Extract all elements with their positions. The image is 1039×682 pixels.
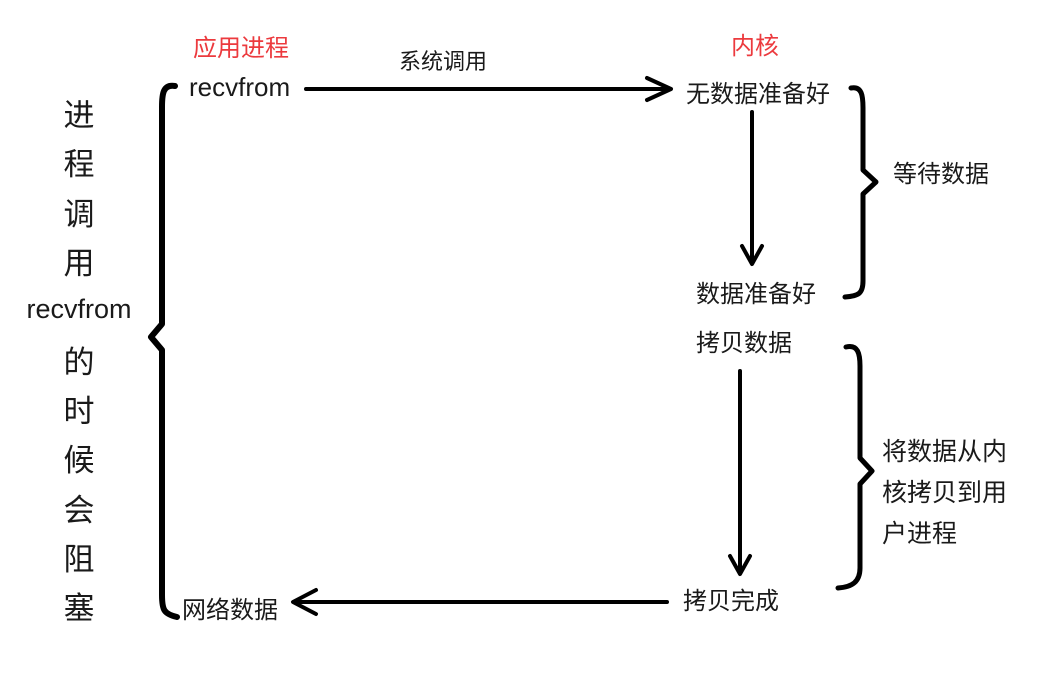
no-data-ready-node: 无数据准备好	[686, 81, 830, 108]
blocking-note-char: 会	[63, 492, 95, 528]
kernel-header: 内核	[731, 33, 779, 60]
blocking-note-char: 调	[63, 196, 95, 232]
return-data-arrow	[291, 588, 669, 616]
blocking-note-char: 进	[63, 98, 95, 134]
blocking-note-char: 用	[63, 246, 95, 282]
network-data-node: 网络数据	[182, 597, 278, 624]
blocking-note-char: 的	[63, 344, 95, 380]
system-call-label: 系统调用	[399, 49, 488, 74]
copy-to-user-label: 将数据从内 核拷贝到用 户进程	[882, 432, 1007, 555]
recvfrom-node: recvfrom	[189, 72, 291, 102]
blocking-brace	[148, 82, 180, 620]
blocking-note-char: 时	[63, 393, 95, 429]
copy-data-node: 拷贝数据	[696, 330, 792, 357]
blocking-note-recvfrom: recvfrom	[26, 294, 132, 325]
data-ready-node: 数据准备好	[696, 281, 816, 308]
copy-data-brace	[835, 343, 875, 591]
system-call-arrow	[304, 76, 673, 102]
wait-data-arrow	[740, 110, 764, 266]
wait-data-brace	[842, 85, 879, 300]
copy-complete-node: 拷贝完成	[683, 588, 779, 615]
app-process-header: 应用进程	[193, 35, 289, 62]
blocking-note-char: 程	[63, 147, 95, 183]
copy-data-arrow	[728, 369, 752, 576]
wait-for-data-label: 等待数据	[893, 161, 989, 188]
blocking-note-char: 塞	[63, 591, 95, 627]
copy-to-user-line: 户进程	[882, 520, 958, 549]
blocking-note-char: 候	[63, 443, 95, 479]
blocking-note-char: 阻	[63, 541, 95, 577]
copy-to-user-line: 将数据从内	[882, 438, 1008, 467]
blocking-note: 进 程 调 用 recvfrom 的 时 候 会 阻 塞	[12, 88, 146, 630]
copy-to-user-line: 核拷贝到用	[882, 479, 1008, 508]
